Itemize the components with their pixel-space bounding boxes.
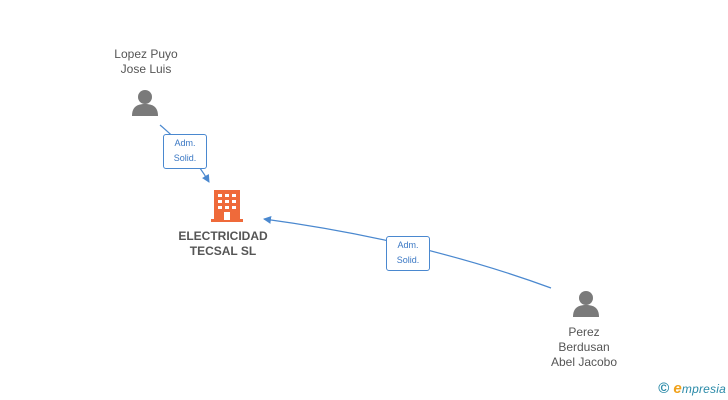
company-name-line: TECSAL SL xyxy=(189,244,257,258)
person-icon[interactable] xyxy=(573,291,599,317)
person-name-line: Berdusan xyxy=(558,340,610,354)
brand-logo: empresia xyxy=(673,380,726,397)
edge-role-badge[interactable]: Adm. Solid. xyxy=(163,134,207,169)
person-name-label[interactable]: Lopez Puyo Jose Luis xyxy=(96,47,196,77)
person-name-line: Abel Jacobo xyxy=(550,355,618,369)
company-name-line: ELECTRICIDAD xyxy=(178,229,268,243)
edge-role-line: Solid. xyxy=(396,255,420,265)
edge-role-badge[interactable]: Adm. Solid. xyxy=(386,236,430,271)
person-icon[interactable] xyxy=(132,90,158,116)
person-name-line: Lopez Puyo xyxy=(114,47,178,61)
company-name-label[interactable]: ELECTRICIDAD TECSAL SL xyxy=(163,229,283,259)
person-name-label[interactable]: Perez Berdusan Abel Jacobo xyxy=(534,325,634,370)
person-name-line: Jose Luis xyxy=(120,62,172,76)
watermark: © empresia xyxy=(658,379,726,397)
building-icon[interactable] xyxy=(211,190,243,222)
edge-role-line: Solid. xyxy=(173,153,197,163)
person-name-line: Perez xyxy=(568,325,600,339)
copyright-icon: © xyxy=(658,379,670,397)
brand-name: mpresia xyxy=(681,381,726,396)
edge-role-line: Adm. xyxy=(174,138,196,148)
edge-role-line: Adm. xyxy=(397,240,419,250)
brand-initial: e xyxy=(673,379,682,397)
